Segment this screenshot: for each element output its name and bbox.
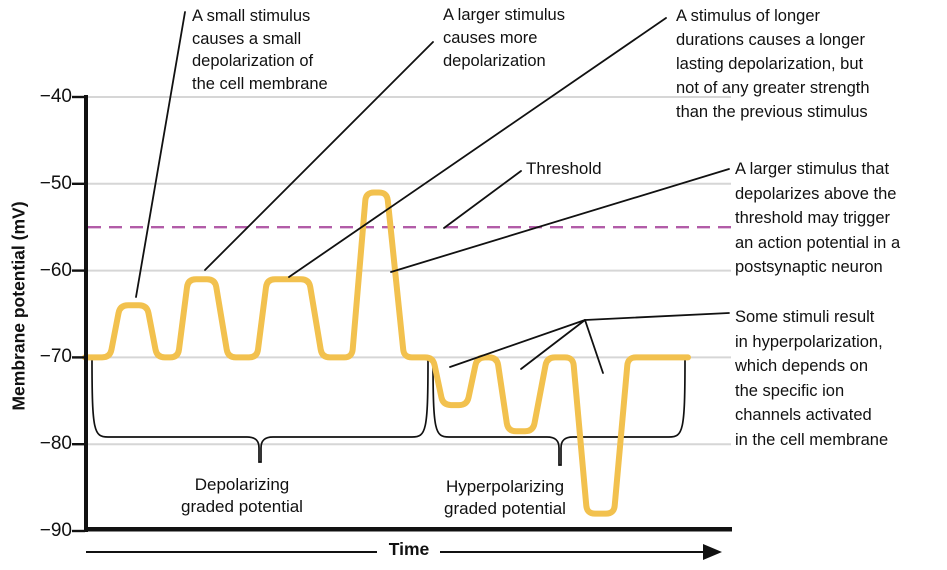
depolarizing-section-label: Depolarizing graded potential	[181, 475, 303, 516]
hyperpolarizing-section-label: Hyperpolarizing graded potential	[444, 477, 566, 518]
hyperpolarization-leader-line	[449, 319, 586, 368]
y-axis-tick	[72, 269, 85, 272]
y-tick-label: −80	[39, 433, 72, 455]
y-tick-label: −50	[39, 172, 72, 194]
y-axis-tick	[72, 529, 85, 533]
y-axis-tick	[72, 443, 85, 446]
hyperpolarization-leader-line	[520, 319, 586, 370]
y-tick-label: −40	[39, 86, 72, 107]
annotation-hyperpolarization: Some stimuli result in hyperpolarization…	[735, 308, 889, 449]
x-axis-title-time: Time	[388, 539, 430, 559]
hyperpolarization-leader-line	[584, 312, 730, 321]
hyperpolarizing-brace	[432, 358, 686, 466]
y-axis-tick	[72, 95, 85, 99]
hyperpolarization-leader-line	[584, 319, 604, 374]
depolarizing-brace	[91, 358, 429, 463]
y-axis-tick	[72, 356, 85, 359]
annotation-above-threshold: A larger stimulus that depolarizes above…	[735, 160, 901, 276]
larger-stimulus-leader-line	[204, 41, 434, 271]
y-axis-line	[84, 95, 88, 532]
y-axis-title: Membrane potential (mV)	[8, 201, 29, 411]
y-tick-label: −90	[39, 520, 72, 541]
time-arrowhead-icon	[703, 544, 722, 560]
y-tick-label: −70	[39, 346, 72, 368]
annotation-threshold: Threshold	[526, 159, 602, 178]
longer-duration-leader-line	[288, 17, 667, 278]
x-axis-line	[84, 527, 732, 532]
annotation-larger-stimulus: A larger stimulus causes more depolariza…	[443, 6, 565, 70]
annotation-small-stimulus: A small stimulus causes a small depolari…	[192, 7, 328, 93]
y-tick-label: −60	[39, 259, 72, 281]
annotation-longer-duration: A stimulus of longer durations causes a …	[676, 7, 870, 121]
above-threshold-leader-line	[390, 168, 730, 273]
membrane-potential-trace	[82, 189, 691, 517]
threshold-leader-line	[443, 170, 522, 229]
small-stimulus-leader-line	[135, 11, 186, 298]
y-axis-tick	[72, 182, 85, 185]
